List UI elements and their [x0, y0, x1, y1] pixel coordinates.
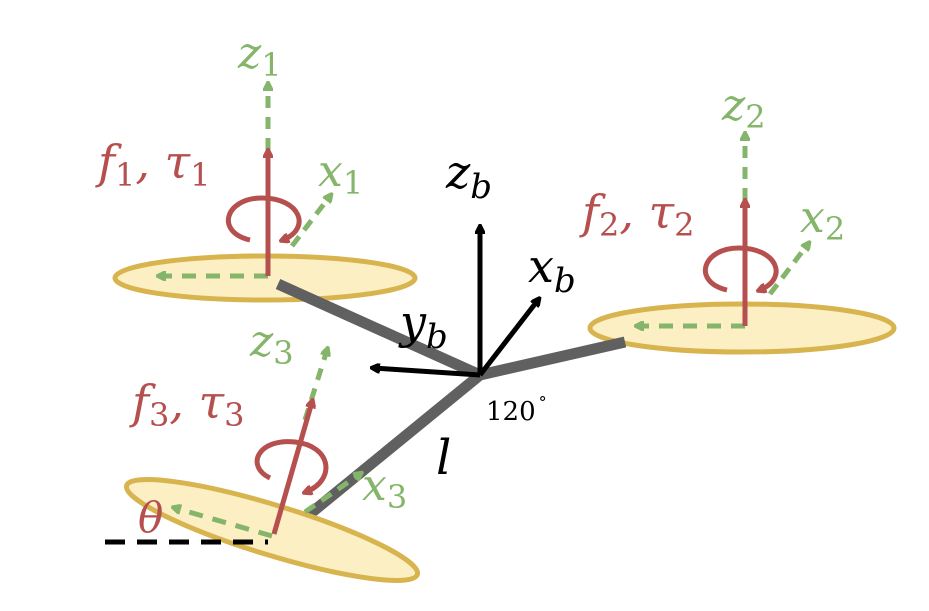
rotor-2: [587, 135, 897, 355]
arms: [275, 278, 627, 523]
rotor-1-z-label: z1: [237, 28, 282, 84]
rotor-3-x-label: x3: [362, 460, 407, 516]
rotor-3-y-axis: [175, 508, 273, 539]
arm-1: [275, 278, 483, 381]
rotor-2-force-torque-label: f2, τ2: [579, 185, 694, 244]
rotor-3-force-torque-label: f3, τ3: [129, 375, 244, 434]
rotor-2-x-axis: [768, 244, 808, 296]
rotor-3-thrust-arrow: [271, 402, 312, 535]
rotor-1-force-torque-label: f1, τ1: [95, 135, 210, 194]
rotor-1: [112, 85, 418, 303]
body-x-label: xb: [528, 239, 576, 301]
rotor-3-disc: [123, 477, 421, 583]
arm-angle-label: 120°: [486, 393, 547, 427]
rotor-2-x-label: x2: [800, 192, 845, 248]
body-y-label: yb: [398, 295, 448, 357]
rotor-3: [105, 350, 421, 583]
rotor-1-x-axis: [290, 196, 330, 248]
arm-length-label: l: [436, 430, 451, 486]
rotor-1-torque-arrow: [225, 195, 302, 240]
rotor-1-x-label: x1: [318, 146, 363, 202]
arm-3: [301, 370, 484, 523]
body-z-label: zb: [445, 145, 492, 207]
arm-2: [478, 336, 627, 381]
rotor-3-x-axis: [303, 474, 360, 515]
rotor-2-z-label: z2: [721, 80, 766, 136]
body-frame: [374, 228, 538, 378]
rotor-2-torque-arrow: [702, 245, 779, 290]
body-x-axis: [478, 300, 538, 377]
rotor-3-torque-arrow: [254, 439, 329, 492]
rotor-3-z-label: z3: [249, 316, 294, 372]
body-y-axis: [374, 368, 481, 378]
tilt-angle-label: θ: [138, 493, 163, 542]
